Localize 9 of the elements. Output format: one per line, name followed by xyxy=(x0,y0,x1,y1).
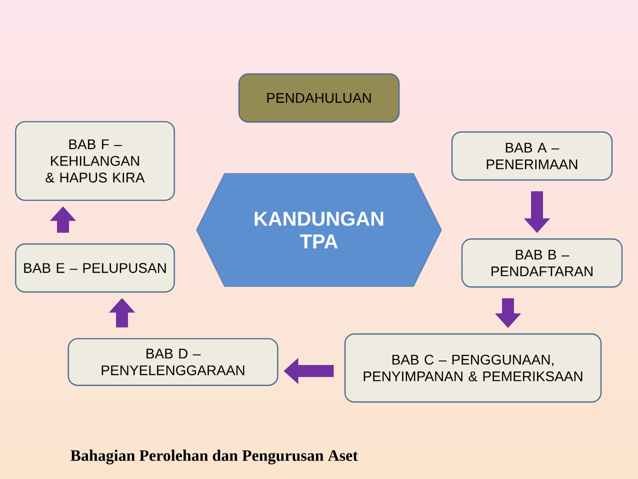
chapter-box: BAB C – PENGGUNAAN, PENYIMPANAN & PEMERIKSAAN xyxy=(344,333,602,403)
title-box: PENDAHULUAN xyxy=(238,73,400,123)
hexagon: KANDUNGAN TPA xyxy=(196,173,442,287)
chapter-box: BAB D – PENYELENGGARAAN xyxy=(68,338,278,386)
chapter-box: BAB E – PELUPUSAN xyxy=(15,243,175,293)
chapter-box: BAB F – KEHILANGAN & HAPUS KIRA xyxy=(15,121,175,201)
chapter-box: BAB B – PENDAFTARAN xyxy=(461,238,623,288)
footer-text: Bahagian Perolehan dan Pengurusan Aset xyxy=(70,450,358,464)
chapter-box: BAB A – PENERIMAAN xyxy=(451,131,613,181)
